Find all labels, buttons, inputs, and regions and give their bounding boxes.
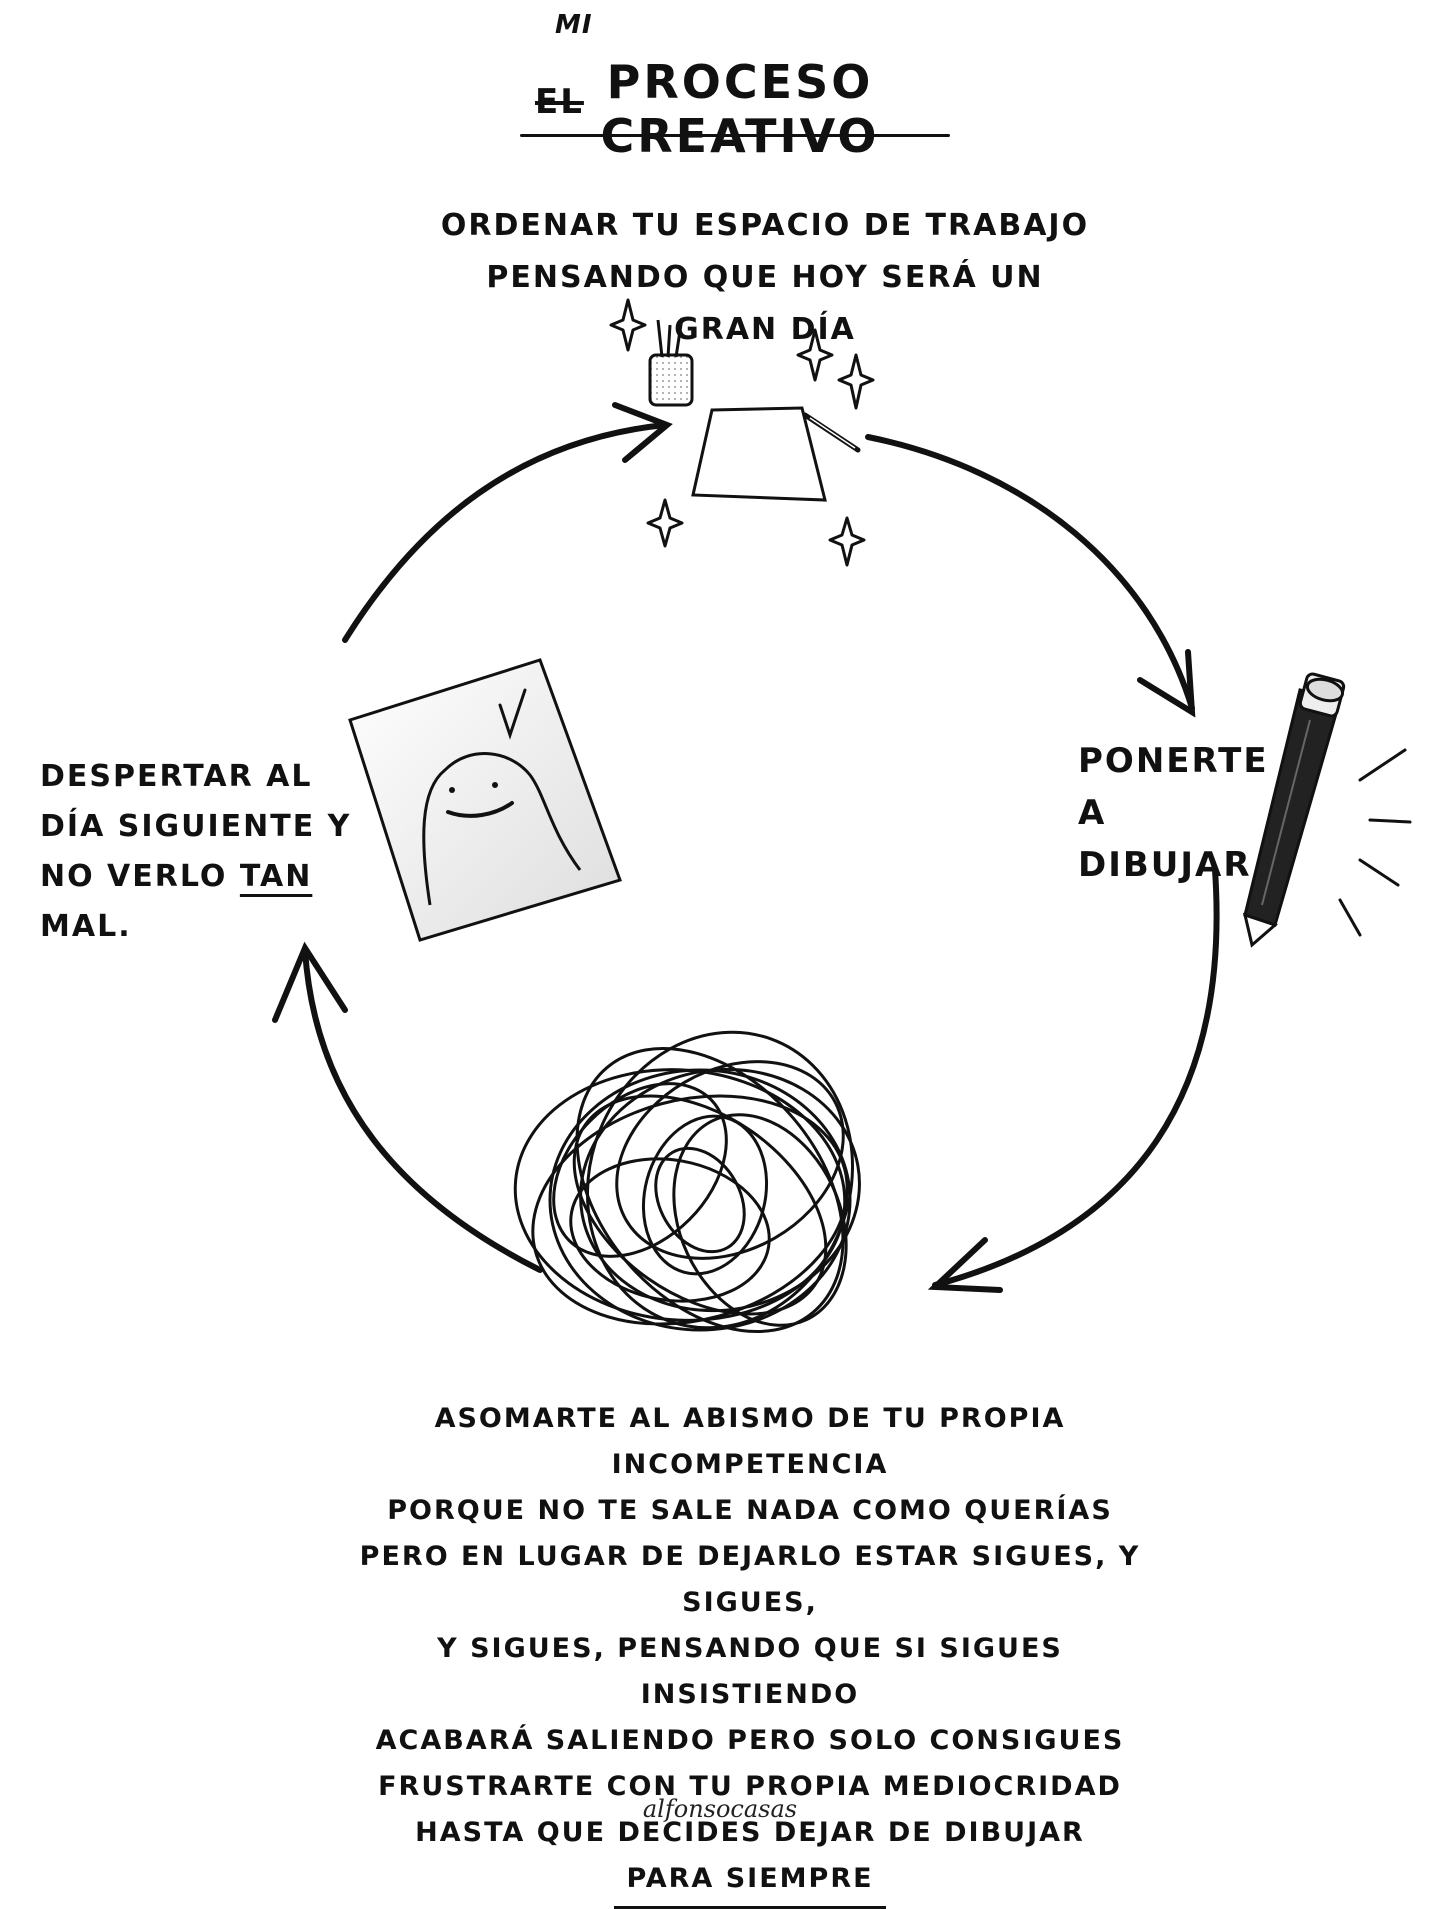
step-bottom-line-1: Asomarte al abismo de tu propia incompet… xyxy=(434,1403,1066,1480)
step-top-line-1: Ordenar tu espacio de trabajo xyxy=(440,208,1090,243)
step-left-line-3-before: no verlo xyxy=(40,859,228,894)
step-bottom-line-3: pero en lugar de dejarlo estar sigues, y… xyxy=(359,1541,1141,1618)
step-bottom-line-4: y sigues, pensando que si sigues insisti… xyxy=(437,1633,1063,1710)
step-bottom-ending-wrap: para siempre xyxy=(330,1856,1170,1909)
illustration-page: Mi El Proceso creativo Ordenar tu espaci… xyxy=(40,10,1412,1909)
arrow-left-to-top xyxy=(342,402,673,643)
arrow-right-to-bottom xyxy=(927,867,1220,1293)
title-prefix-struck-text: El xyxy=(535,82,584,122)
title-prefix-added: Mi xyxy=(555,10,593,40)
step-left-line-3-after: mal. xyxy=(40,909,132,944)
step-right-text: Ponerte a dibujar xyxy=(1078,735,1278,891)
page-title: Proceso creativo xyxy=(600,55,880,163)
arrow-top-to-right xyxy=(865,434,1196,718)
pencil-icon xyxy=(1242,672,1346,948)
cycle-diagram xyxy=(272,298,1412,1333)
step-bottom-ending: para siempre xyxy=(614,1856,886,1909)
step-top-text: Ordenar tu espacio de trabajo pensando q… xyxy=(430,200,1100,356)
scribble-icon xyxy=(513,1030,861,1333)
checkmark-icon xyxy=(498,688,527,740)
motion-lines-icon xyxy=(1338,748,1412,937)
small-pencil-icon xyxy=(802,412,861,453)
title-underline xyxy=(520,134,950,137)
step-left-emphasis: tan xyxy=(239,859,313,894)
step-left-line-3: no verlo tan mal. xyxy=(40,852,400,952)
step-bottom-line-7: hasta que decides dejar de dibujar xyxy=(415,1817,1085,1848)
artist-signature: alfonsocasas xyxy=(642,1795,798,1823)
step-bottom-line-2: porque no te sale nada como querías xyxy=(387,1495,1113,1526)
step-right-line-1: Ponerte a xyxy=(1078,741,1269,833)
sparkle-icon xyxy=(609,298,875,567)
step-left-line-2: día siguiente y xyxy=(40,809,352,844)
arrow-bottom-to-left xyxy=(272,941,543,1273)
step-left-text: Despertar al día siguiente y no verlo ta… xyxy=(40,752,400,952)
step-top-line-2: pensando que hoy será un gran día xyxy=(486,260,1044,347)
title-prefix-struck: El xyxy=(535,82,582,122)
step-bottom-line-5: acabará saliendo pero solo consigues xyxy=(375,1725,1125,1756)
paper-sheet-icon xyxy=(691,406,827,502)
step-right-line-2: dibujar xyxy=(1078,845,1252,885)
pencil-cup-icon xyxy=(648,317,694,407)
step-bottom-text: Asomarte al abismo de tu propia incompet… xyxy=(330,1396,1170,1909)
step-left-line-1: Despertar al xyxy=(40,759,313,794)
step-bottom-line-6: frustrarte con tu propia mediocridad xyxy=(378,1771,1122,1802)
ghost-drawing-icon xyxy=(348,658,622,942)
